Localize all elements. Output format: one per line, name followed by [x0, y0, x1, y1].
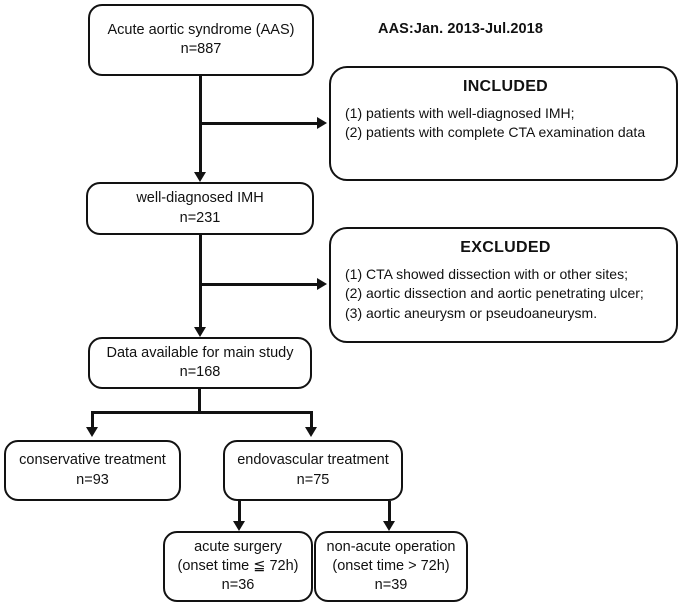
- arrowhead-to-non-acute-operation: [383, 521, 395, 531]
- connector-data-stem: [198, 389, 201, 413]
- node-label-line1: endovascular treatment: [237, 452, 389, 469]
- node-well-diagnosed-imh: well-diagnosed IMH n=231: [86, 182, 314, 235]
- connector-to-conservative: [91, 411, 94, 430]
- node-label-line1: Acute aortic syndrome (AAS): [107, 21, 295, 38]
- excluded-item-1: (1) CTA showed dissection with or other …: [345, 266, 628, 283]
- node-label-line2: n=887: [180, 41, 222, 57]
- arrowhead-to-endovascular: [305, 427, 317, 437]
- chart-title: AAS:Jan. 2013-Jul.2018: [378, 21, 544, 37]
- node-label-line1: non-acute operation: [326, 538, 456, 555]
- connector-to-acute-surgery: [238, 501, 241, 525]
- node-label-line2: (onset time ≦ 72h): [177, 557, 299, 574]
- node-label-line1: conservative treatment: [19, 452, 166, 469]
- included-heading: INCLUDED: [462, 78, 549, 95]
- node-non-acute-operation: non-acute operation (onset time > 72h) n…: [314, 531, 468, 602]
- box-excluded-criteria: EXCLUDED (1) CTA showed dissection with …: [329, 227, 678, 343]
- node-label-line3: n=36: [221, 577, 255, 594]
- node-conservative-treatment: conservative treatment n=93: [4, 440, 181, 501]
- node-label-line1: well-diagnosed IMH: [136, 190, 264, 207]
- node-endovascular-treatment: endovascular treatment n=75: [223, 440, 403, 501]
- excluded-item-3: (3) aortic aneurysm or pseudoaneurysm.: [345, 304, 598, 321]
- arrowhead-to-excluded: [317, 278, 327, 290]
- connector-to-included: [199, 122, 319, 125]
- arrowhead-aas-to-imh: [194, 172, 206, 182]
- node-acute-aortic-syndrome: Acute aortic syndrome (AAS) n=887: [88, 4, 314, 76]
- connector-to-non-acute-operation: [388, 501, 391, 525]
- node-label-line2: (onset time > 72h): [332, 557, 450, 574]
- node-label-line3: n=39: [374, 577, 408, 594]
- arrowhead-to-included: [317, 117, 327, 129]
- node-label-line1: acute surgery: [194, 538, 282, 555]
- excluded-item-2: (2) aortic dissection and aortic penetra…: [345, 285, 644, 302]
- excluded-heading: EXCLUDED: [460, 239, 551, 256]
- included-item-1: (1) patients with well-diagnosed IMH;: [345, 105, 575, 122]
- box-included-criteria: INCLUDED (1) patients with well-diagnose…: [329, 66, 678, 181]
- node-acute-surgery: acute surgery (onset time ≦ 72h) n=36: [163, 531, 313, 602]
- node-label-line2: n=75: [296, 471, 330, 488]
- connector-to-endovascular: [310, 411, 313, 430]
- node-label-line2: n=93: [76, 471, 109, 488]
- node-data-available: Data available for main study n=168: [88, 337, 312, 389]
- node-label-line1: Data available for main study: [106, 344, 294, 361]
- connector-data-split-bar: [91, 411, 313, 414]
- node-label-line2: n=231: [179, 209, 221, 226]
- node-label-line2: n=168: [179, 364, 221, 380]
- arrowhead-imh-to-data: [194, 327, 206, 337]
- arrowhead-to-conservative: [86, 427, 98, 437]
- connector-aas-to-imh: [199, 76, 202, 176]
- arrowhead-to-acute-surgery: [233, 521, 245, 531]
- included-item-2: (2) patients with complete CTA examinati…: [345, 124, 646, 141]
- connector-to-excluded: [199, 283, 319, 286]
